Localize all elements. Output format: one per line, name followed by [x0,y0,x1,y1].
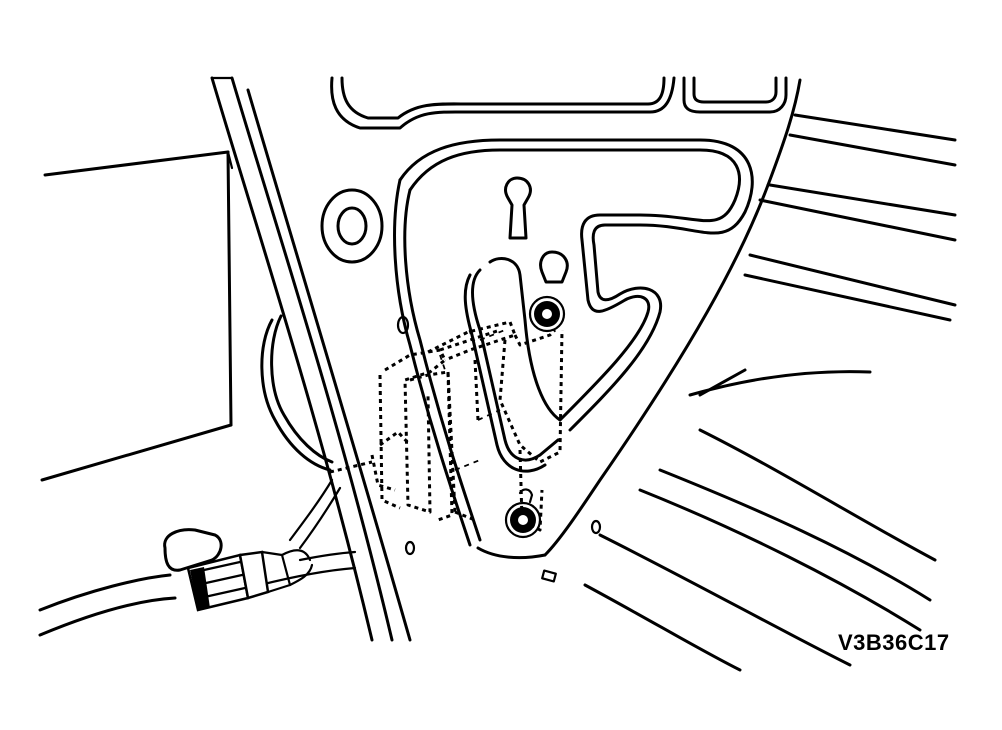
inner-door-panel [330,76,802,560]
keyhole-right [539,250,569,284]
access-hole [320,188,384,264]
background-panel-left [40,150,234,482]
wiring-harness [260,314,342,550]
mounting-screw-upper [528,295,566,333]
door-frame [210,76,412,642]
background-panel-right [583,113,957,672]
background-floor-lines [38,550,357,637]
guide-slot [463,257,562,473]
figure-id-label: V3B36C17 [838,630,950,655]
mounting-screw-lower [504,488,542,539]
keyhole-upper [504,176,532,240]
control-module-hidden-outline [329,320,564,532]
small-holes [396,315,602,583]
harness-connector [163,528,314,612]
